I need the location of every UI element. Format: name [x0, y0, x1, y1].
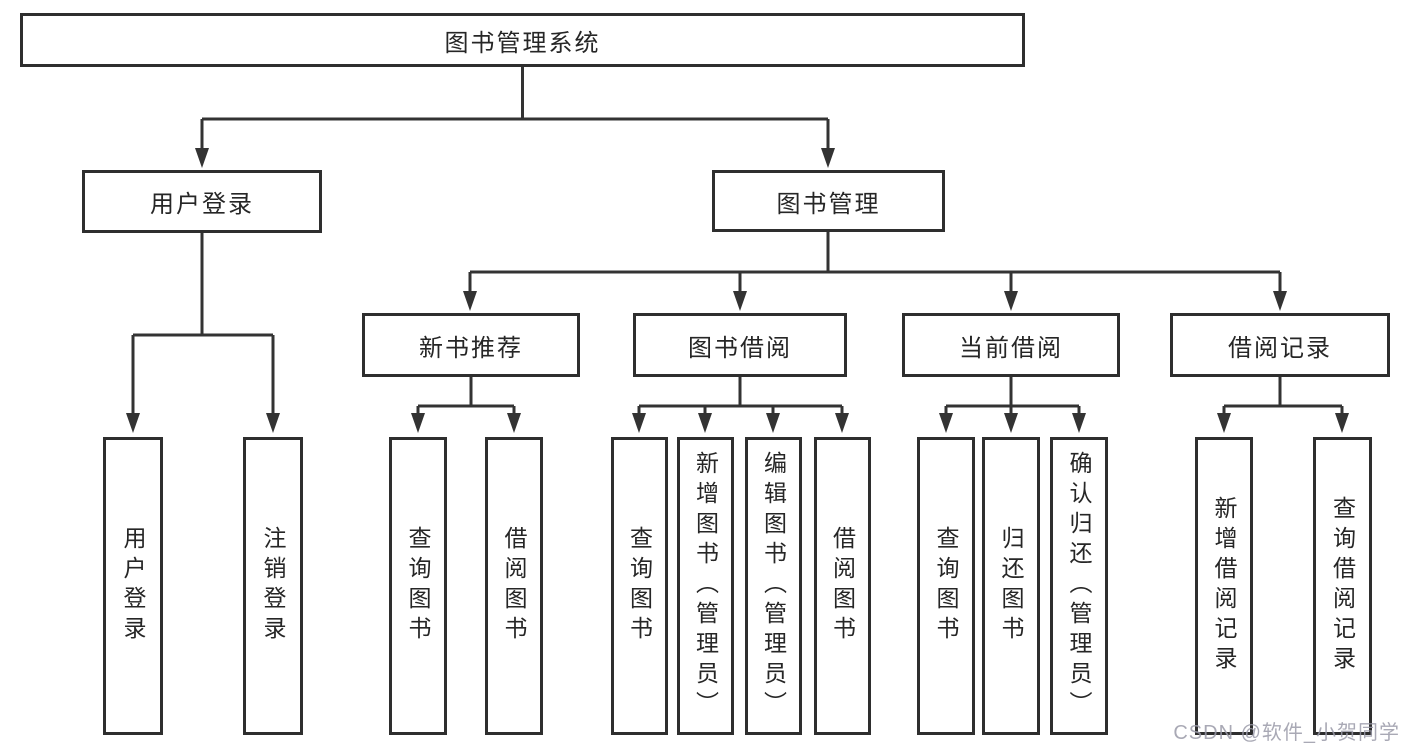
node-label: 编辑图书（管理员）: [760, 451, 787, 721]
node-new-book-recommendation: 新书推荐: [362, 313, 580, 377]
node-user-login: 用户登录: [82, 170, 322, 233]
node-label: 归还图书: [998, 526, 1024, 646]
node-label: 确认归还（管理员）: [1066, 451, 1092, 721]
leaf-query-borrowing-record: 查询借阅记录: [1313, 437, 1372, 735]
node-book-management: 图书管理: [712, 170, 945, 232]
node-label: 图书管理系统: [444, 29, 601, 57]
node-borrowing-records: 借阅记录: [1170, 313, 1390, 377]
leaf-query-books-current: 查询图书: [917, 437, 975, 735]
leaf-borrow-books-recommendation: 借阅图书: [485, 437, 543, 735]
watermark-text: CSDN @软件_小贺同学: [1173, 722, 1400, 744]
leaf-logout-login: 注销登录: [243, 437, 303, 735]
node-label: 借阅图书: [829, 526, 856, 646]
node-label: 借阅记录: [1228, 334, 1332, 362]
node-label: 注销登录: [260, 526, 286, 646]
node-label: 查询借阅记录: [1329, 496, 1356, 676]
node-label: 借阅图书: [501, 526, 527, 646]
node-label: 新增图书（管理员）: [692, 451, 719, 721]
node-label: 查询图书: [405, 526, 431, 646]
leaf-add-books-admin: 新增图书（管理员）: [677, 437, 734, 735]
leaf-add-borrowing-record: 新增借阅记录: [1195, 437, 1253, 735]
node-label: 用户登录: [150, 191, 254, 218]
node-book-borrowing: 图书借阅: [633, 313, 847, 377]
node-label: 图书管理: [776, 190, 881, 218]
node-label: 新增借阅记录: [1211, 496, 1237, 676]
leaf-query-books-borrowing: 查询图书: [611, 437, 668, 735]
node-label: 图书借阅: [688, 334, 792, 362]
node-library-management-system: 图书管理系统: [20, 13, 1025, 67]
node-label: 查询图书: [933, 526, 959, 646]
node-label: 当前借阅: [959, 334, 1063, 362]
node-label: 用户登录: [120, 526, 146, 646]
node-label: 查询图书: [626, 526, 653, 646]
node-current-borrowing: 当前借阅: [902, 313, 1120, 377]
leaf-edit-books-admin: 编辑图书（管理员）: [745, 437, 802, 735]
leaf-user-login: 用户登录: [103, 437, 163, 735]
node-label: 新书推荐: [419, 334, 523, 362]
leaf-borrow-books-borrowing: 借阅图书: [814, 437, 871, 735]
leaf-return-books: 归还图书: [982, 437, 1040, 735]
leaf-query-books-recommendation: 查询图书: [389, 437, 447, 735]
leaf-confirm-return-admin: 确认归还（管理员）: [1050, 437, 1108, 735]
